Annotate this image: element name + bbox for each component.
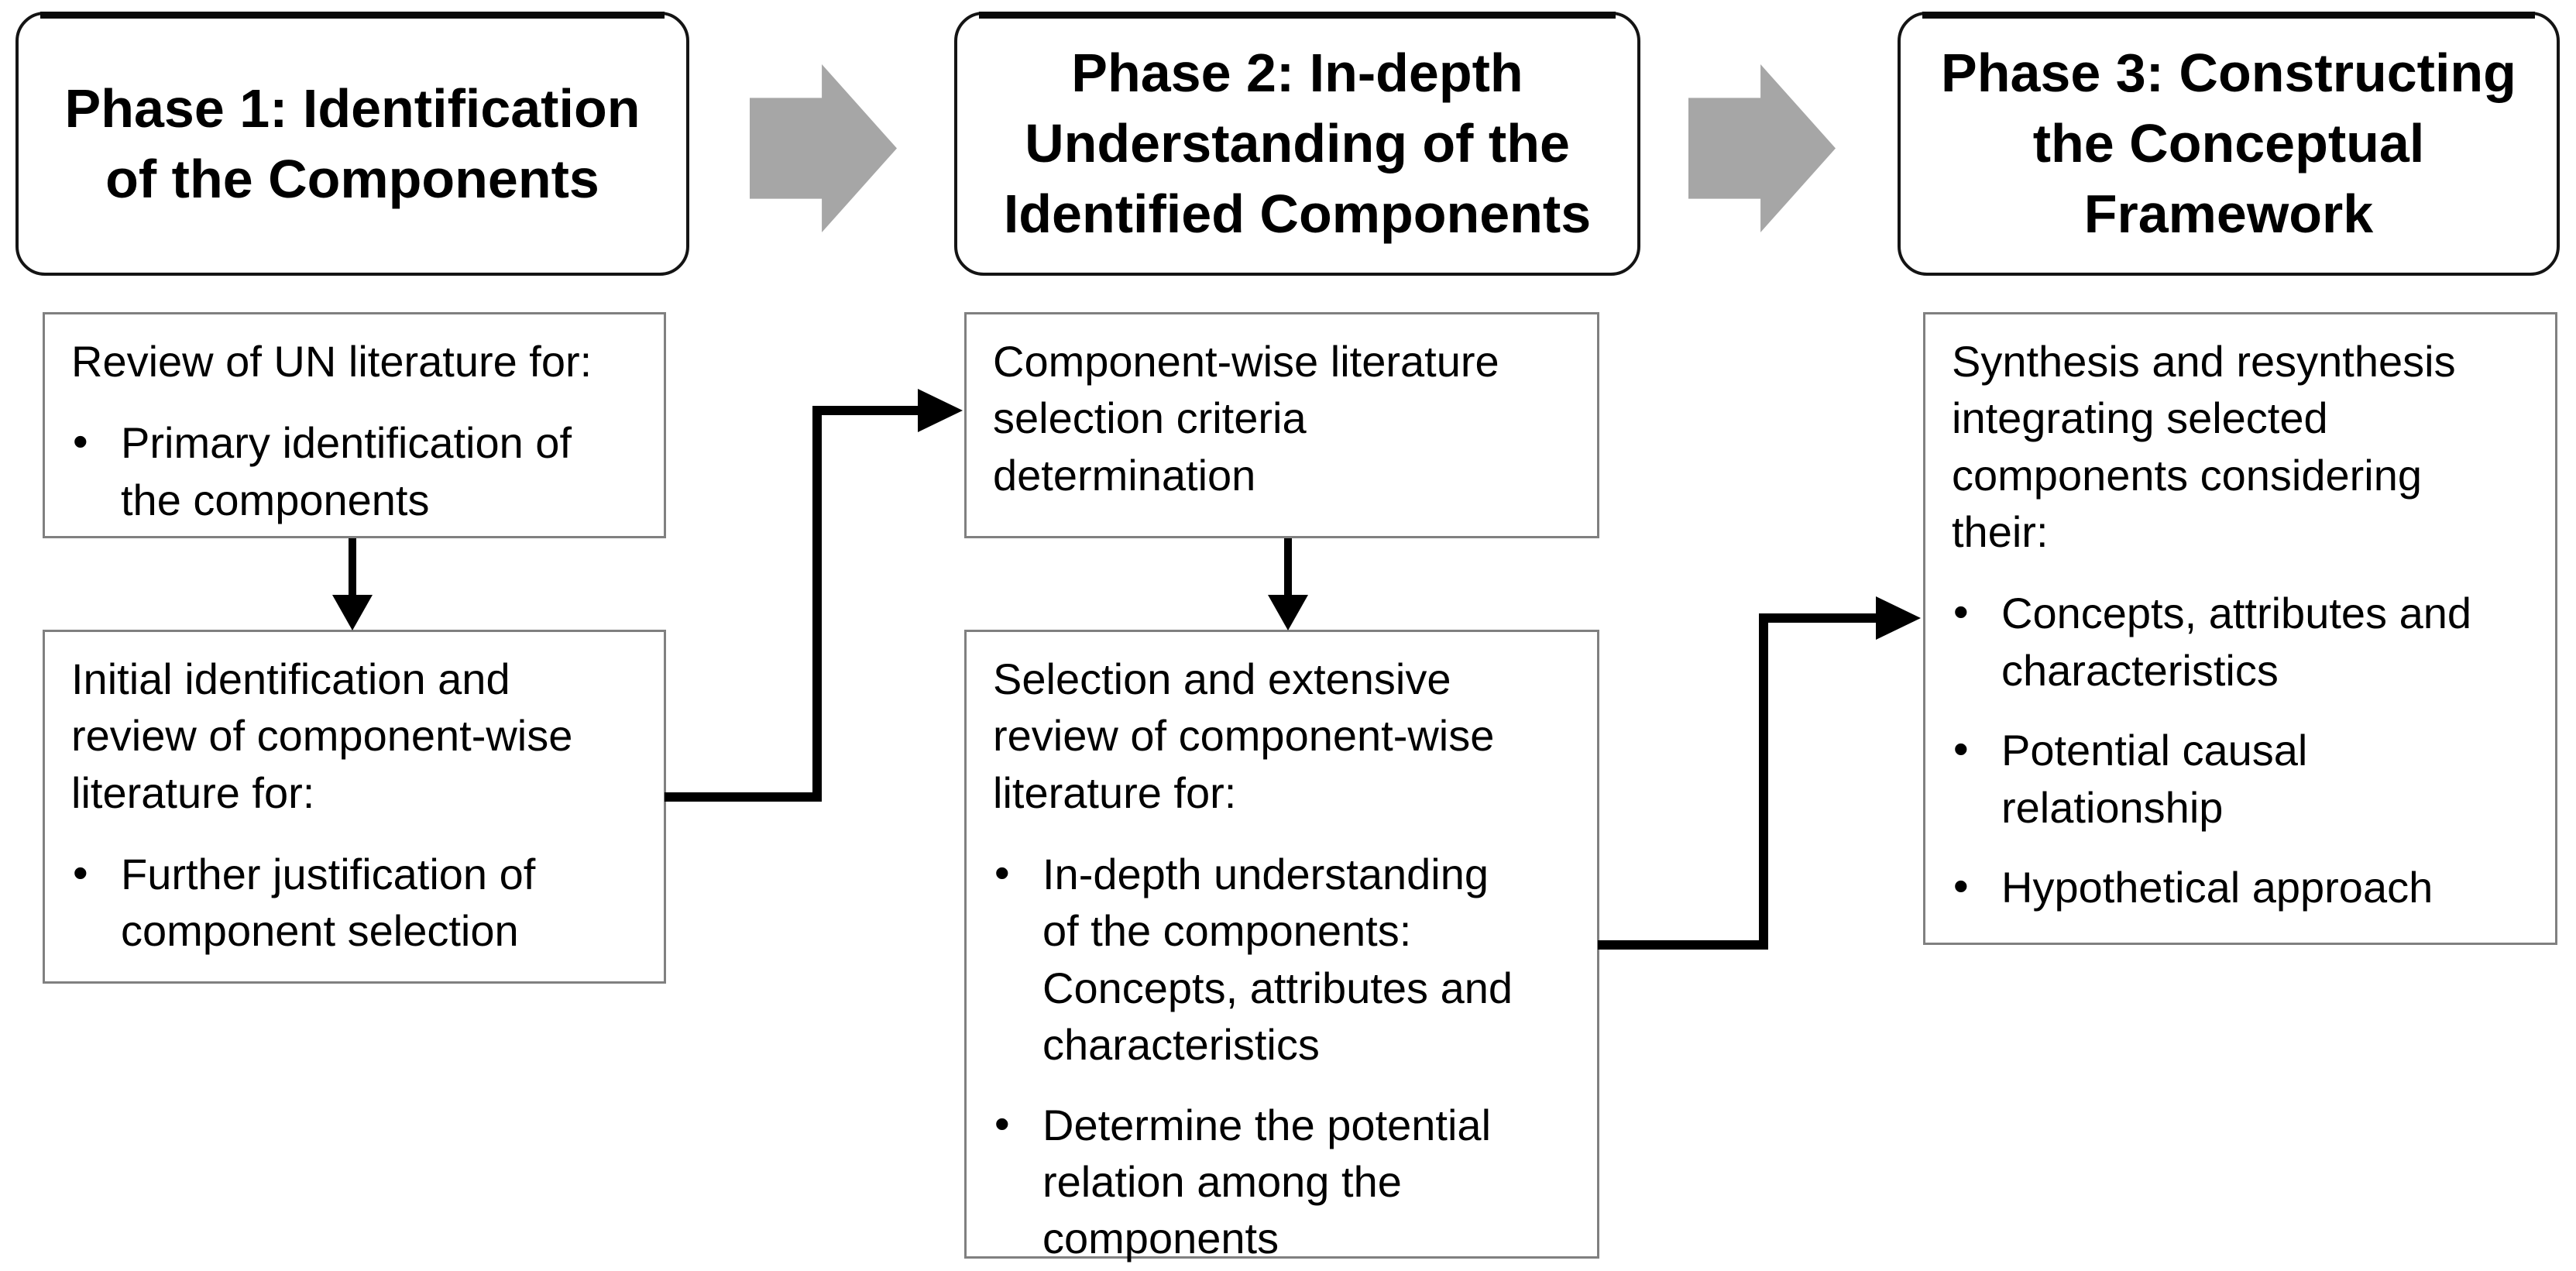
bullet-item: Determine the potential relation among t… bbox=[993, 1095, 1582, 1267]
arrow-head bbox=[918, 389, 963, 432]
elbow-segment bbox=[1759, 613, 1879, 623]
bullet-item: Further justification of component selec… bbox=[71, 844, 648, 960]
arrow-shaft bbox=[1284, 538, 1292, 598]
box-intro-text: Selection and extensive review of compon… bbox=[993, 654, 1495, 817]
bullet-item: Concepts, attributes and characteristics bbox=[1952, 583, 2540, 699]
bullet-list: Concepts, attributes and characteristics… bbox=[1952, 583, 2540, 915]
bullet-item: In-depth understanding of the components… bbox=[993, 844, 1582, 1073]
bullet-list: In-depth understanding of the components… bbox=[993, 844, 1582, 1267]
arrow-head bbox=[1268, 595, 1308, 630]
elbow-segment bbox=[665, 792, 822, 802]
elbow-segment bbox=[812, 406, 822, 802]
arrow-shaft bbox=[349, 538, 356, 598]
phase1-header-box: Phase 1: Identification of the Component… bbox=[15, 12, 689, 276]
phase1-step2-box: Initial identification and review of com… bbox=[43, 630, 666, 984]
box-intro-text: Synthesis and resynthesis integrating se… bbox=[1952, 337, 2456, 557]
phase2-to-phase3-block-arrow-icon bbox=[1688, 64, 1836, 232]
box-intro-text: Initial identification and review of com… bbox=[71, 654, 573, 817]
phase3-header-box: Phase 3: Constructing the Conceptual Fra… bbox=[1898, 12, 2560, 276]
bullet-list: Primary identification of the components bbox=[71, 413, 648, 528]
bullet-list: Further justification of component selec… bbox=[71, 844, 648, 960]
phase2-step1-box: Component-wise literature selection crit… bbox=[964, 312, 1599, 538]
phase3-step1-box: Synthesis and resynthesis integrating se… bbox=[1923, 312, 2557, 945]
bullet-item: Potential causal relationship bbox=[1952, 720, 2540, 836]
elbow-segment bbox=[812, 406, 921, 415]
phase2-header-box: Phase 2: In-depth Understanding of the I… bbox=[954, 12, 1640, 276]
phase1-to-phase2-block-arrow-icon bbox=[750, 64, 897, 232]
elbow-segment bbox=[1598, 940, 1768, 950]
bullet-item: Hypothetical approach bbox=[1952, 857, 2540, 915]
elbow-segment bbox=[1759, 613, 1768, 950]
arrow-head bbox=[332, 595, 373, 630]
bullet-item: Primary identification of the components bbox=[71, 413, 648, 528]
box-intro-text: Component-wise literature selection crit… bbox=[993, 337, 1499, 500]
arrow-head bbox=[1876, 596, 1921, 640]
phase1-step1-box: Review of UN literature for: Primary ide… bbox=[43, 312, 666, 538]
phase1-down-arrow-icon bbox=[332, 538, 373, 630]
phase2-step2-box: Selection and extensive review of compon… bbox=[964, 630, 1599, 1262]
phase2-down-arrow-icon bbox=[1268, 538, 1308, 630]
box-intro-text: Review of UN literature for: bbox=[71, 337, 592, 386]
